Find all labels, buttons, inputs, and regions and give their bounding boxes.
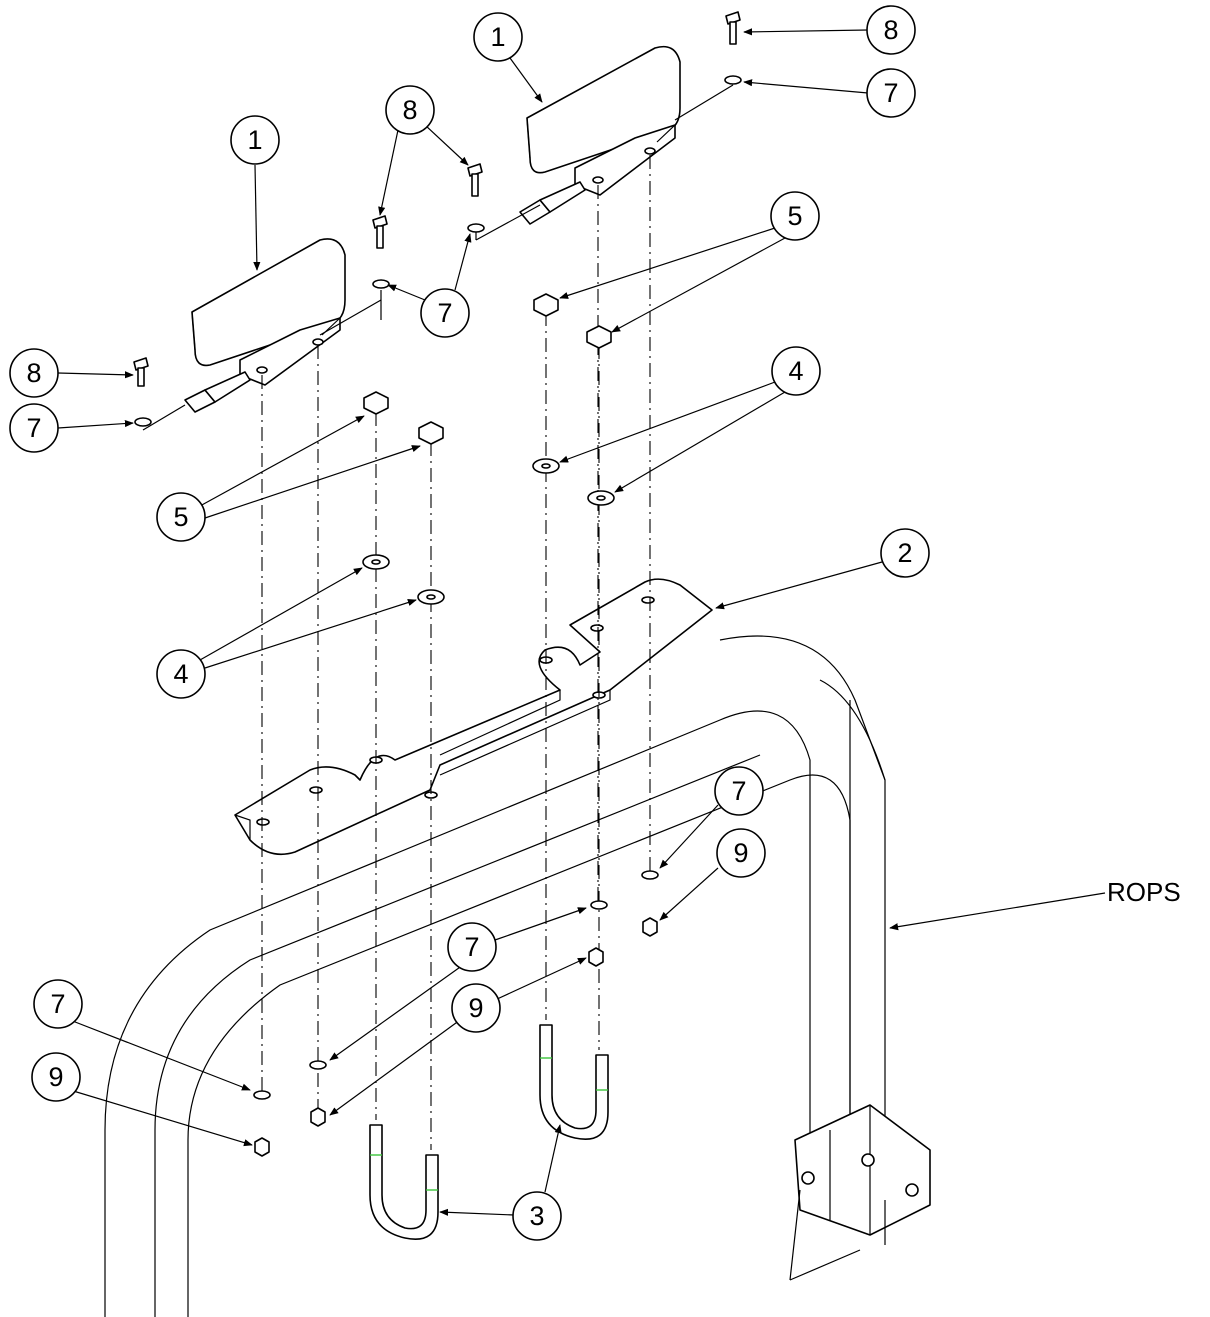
callout-balloon-4-right: 4: [771, 346, 821, 396]
callout-balloon-2: 2: [880, 528, 930, 578]
u-bolt-left: [369, 1124, 439, 1240]
bolt-far-right: [725, 11, 741, 45]
work-light-right: [519, 45, 681, 225]
callout-balloon-5-left: 5: [156, 492, 206, 542]
svg-text:1: 1: [490, 22, 505, 52]
svg-text:4: 4: [173, 659, 188, 689]
svg-text:1: 1: [247, 125, 262, 155]
bolt-mid-left: [372, 215, 388, 249]
callout-balloon-1-left: 1: [230, 115, 280, 165]
callout-balloon-8-top-right: 8: [866, 5, 916, 55]
hex-nuts: [363, 293, 612, 445]
callout-balloon-7-right-lower: 7: [714, 766, 764, 816]
callout-balloon-1-right: 1: [473, 12, 523, 62]
callout-balloon-4-left: 4: [156, 649, 206, 699]
callout-balloon-7-mid-lower: 7: [447, 922, 497, 972]
bolt-mid-right: [467, 163, 483, 197]
callout-balloon-7-top-right: 7: [866, 68, 916, 118]
svg-text:7: 7: [437, 298, 452, 328]
svg-text:7: 7: [26, 413, 41, 443]
flat-washers: [362, 458, 615, 605]
svg-text:7: 7: [883, 78, 898, 108]
svg-text:2: 2: [897, 538, 912, 568]
bolt-hardware: [133, 11, 741, 387]
svg-text:3: 3: [529, 1201, 544, 1231]
small-washers: [134, 75, 742, 1100]
u-bolt-right: [539, 1024, 609, 1140]
rops-mount-plate: [789, 1104, 931, 1281]
callout-balloon-8-far-left: 8: [9, 348, 59, 398]
svg-text:9: 9: [733, 838, 748, 868]
mounting-bracket: [234, 578, 713, 856]
svg-text:7: 7: [464, 932, 479, 962]
callout-balloon-9-mid-lower: 9: [451, 983, 501, 1033]
callout-balloon-9-right-lower: 9: [716, 828, 766, 878]
svg-text:5: 5: [787, 201, 802, 231]
rops-label: ROPS: [1107, 877, 1181, 907]
svg-text:5: 5: [173, 502, 188, 532]
svg-text:4: 4: [788, 356, 803, 386]
svg-text:7: 7: [731, 776, 746, 806]
svg-text:8: 8: [883, 15, 898, 45]
callout-balloon-7-lower-left: 7: [33, 979, 83, 1029]
callout-balloon-7-mid: 7: [420, 288, 470, 338]
callout-balloon-7-far-left: 7: [9, 403, 59, 453]
work-light-left: [184, 238, 346, 413]
svg-text:7: 7: [50, 989, 65, 1019]
lock-nuts: [254, 917, 658, 1157]
svg-text:9: 9: [468, 993, 483, 1023]
callout-balloon-8-mid: 8: [385, 85, 435, 135]
svg-text:9: 9: [48, 1062, 63, 1092]
bolt-far-left: [133, 357, 149, 387]
callout-balloon-3: 3: [512, 1191, 562, 1241]
callout-balloon-5-right: 5: [770, 191, 820, 241]
rops-frame: [104, 635, 886, 1317]
callout-balloon-9-lower-left: 9: [31, 1052, 81, 1102]
svg-text:8: 8: [402, 95, 417, 125]
svg-text:8: 8: [26, 358, 41, 388]
callout-leaders: [57, 28, 1106, 1216]
